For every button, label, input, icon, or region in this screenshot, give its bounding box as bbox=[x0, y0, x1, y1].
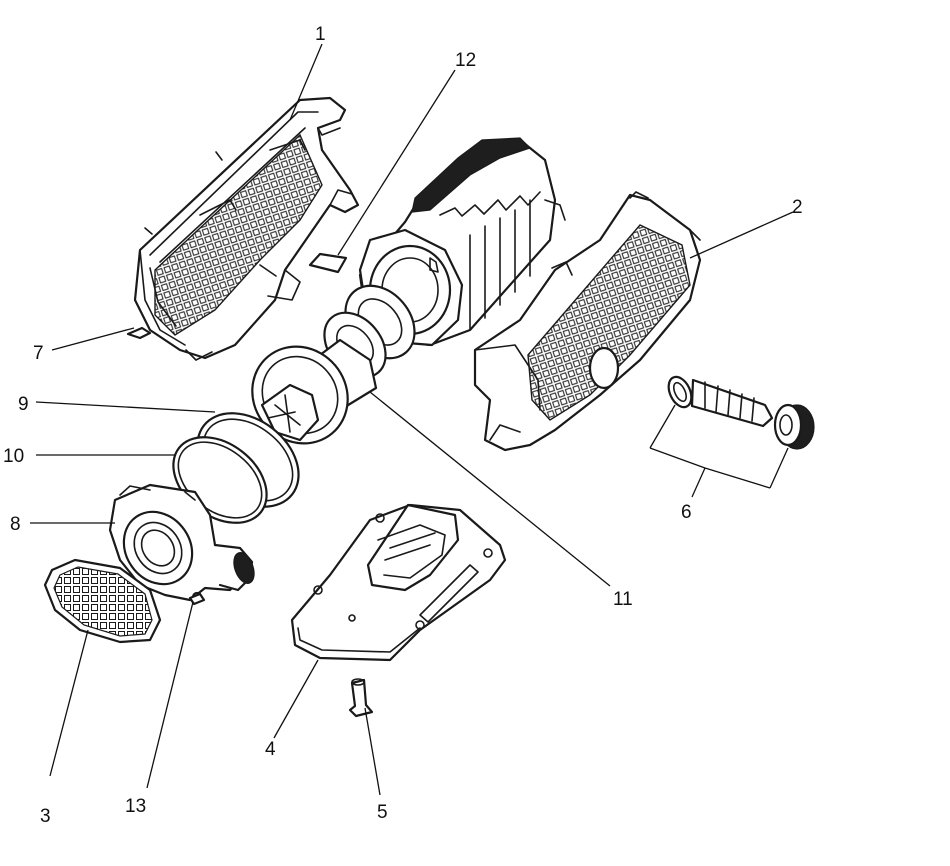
rotor-shaft bbox=[251, 338, 378, 445]
callout-7: 7 bbox=[33, 343, 44, 364]
housing-half-left bbox=[133, 96, 360, 361]
callout-9: 9 bbox=[18, 394, 29, 415]
callout-12: 12 bbox=[455, 50, 476, 71]
callout-5: 5 bbox=[377, 802, 388, 823]
locking-pin bbox=[348, 678, 374, 718]
housing-half-right bbox=[473, 191, 702, 452]
callout-8: 8 bbox=[10, 514, 21, 535]
callout-11: 11 bbox=[613, 589, 633, 610]
callout-1: 1 bbox=[315, 24, 326, 45]
callout-10: 10 bbox=[3, 446, 24, 467]
pump-housing bbox=[108, 483, 255, 603]
callout-3: 3 bbox=[40, 806, 51, 827]
callout-13: 13 bbox=[125, 796, 146, 817]
callout-labels: 1 2 3 4 5 6 7 8 9 10 11 12 13 bbox=[3, 24, 803, 827]
callout-6: 6 bbox=[681, 502, 692, 523]
leader-lines bbox=[30, 43, 794, 796]
hose-connector-set bbox=[667, 375, 815, 450]
base-plate bbox=[290, 503, 507, 662]
screw bbox=[126, 326, 152, 340]
front-grille bbox=[43, 558, 162, 644]
callout-4: 4 bbox=[265, 739, 276, 760]
small-pad bbox=[308, 252, 348, 274]
callout-2: 2 bbox=[792, 197, 803, 218]
